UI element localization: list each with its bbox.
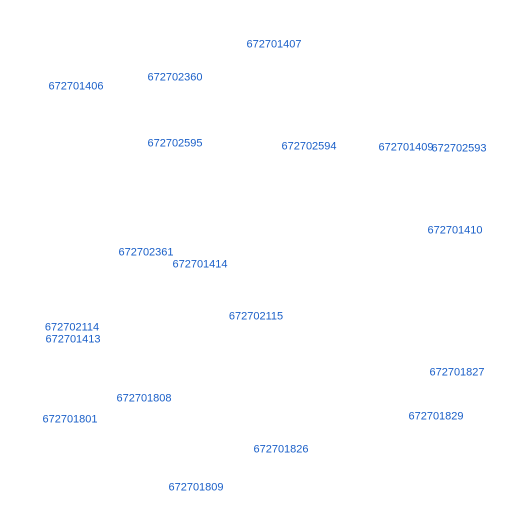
node-label[interactable]: 672702115 <box>228 310 284 323</box>
node-label[interactable]: 672702114 <box>44 321 100 334</box>
node-label[interactable]: 672701829 <box>408 410 464 423</box>
node-label[interactable]: 672702595 <box>147 137 203 150</box>
node-label[interactable]: 672701808 <box>116 392 172 405</box>
node-label[interactable]: 672701410 <box>427 224 483 237</box>
node-label[interactable]: 672701413 <box>45 333 101 346</box>
node-label[interactable]: 672702593 <box>431 142 487 155</box>
node-label[interactable]: 672701801 <box>42 413 98 426</box>
node-label[interactable]: 672702594 <box>281 140 337 153</box>
node-label[interactable]: 672701407 <box>246 38 302 51</box>
node-label[interactable]: 672701809 <box>168 481 224 494</box>
node-label[interactable]: 672702361 <box>118 246 174 259</box>
node-label[interactable]: 672701409 <box>378 141 434 154</box>
node-label[interactable]: 672701827 <box>429 366 485 379</box>
node-label[interactable]: 672701826 <box>253 443 309 456</box>
node-label[interactable]: 672701414 <box>172 258 228 271</box>
node-label[interactable]: 672701406 <box>48 80 104 93</box>
node-label[interactable]: 672702360 <box>147 71 203 84</box>
